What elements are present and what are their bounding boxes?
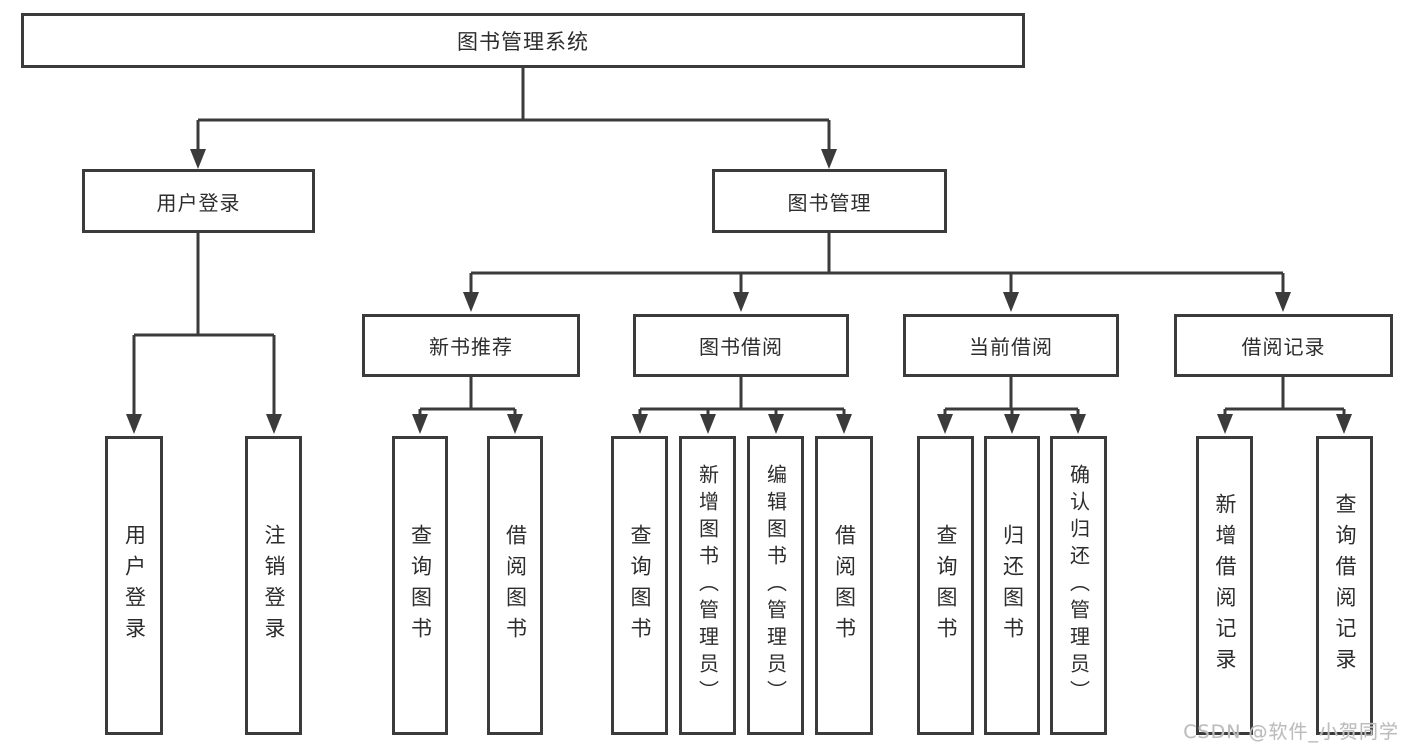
leaf-add-borrow-record: 新增借阅记录 — [1196, 436, 1253, 735]
leaf-borrow-books-label: 借阅图书 — [832, 523, 857, 648]
leaf-query-books-current: 查询图书 — [917, 436, 974, 735]
node-new-book-recommend-label: 新书推荐 — [429, 335, 513, 359]
node-book-borrow-label: 图书借阅 — [699, 335, 783, 359]
node-user-login-label: 用户登录 — [156, 190, 241, 215]
node-borrow-records: 借阅记录 — [1174, 314, 1393, 377]
leaf-add-books-admin: 新增图书（管理员） — [679, 436, 736, 735]
node-root-library-system: 图书管理系统 — [21, 13, 1025, 68]
node-new-book-recommend: 新书推荐 — [362, 314, 580, 377]
node-root-label: 图书管理系统 — [457, 29, 589, 54]
leaf-borrow-books-recommend: 借阅图书 — [487, 436, 543, 735]
node-borrow-records-label: 借阅记录 — [1241, 335, 1326, 359]
leaf-confirm-return-admin: 确认归还（管理员） — [1050, 436, 1107, 735]
leaf-query-books-recommend-label: 查询图书 — [408, 523, 433, 648]
leaf-query-books-borrow: 查询图书 — [611, 436, 668, 735]
leaf-query-borrow-record: 查询借阅记录 — [1316, 436, 1373, 735]
leaf-logout-label: 注销登录 — [262, 523, 286, 648]
leaf-query-books-current-label: 查询图书 — [934, 523, 958, 648]
csdn-watermark: CSDN @软件_小贺同学 — [1183, 721, 1399, 743]
node-current-borrow-label: 当前借阅 — [969, 335, 1053, 359]
leaf-edit-books-admin-label: 编辑图书（管理员） — [763, 464, 788, 707]
leaf-return-books: 归还图书 — [984, 436, 1040, 735]
leaf-user-login-label: 用户登录 — [122, 523, 147, 648]
node-user-login: 用户登录 — [82, 169, 315, 233]
leaf-borrow-books: 借阅图书 — [815, 436, 873, 735]
leaf-add-borrow-record-label: 新增借阅记录 — [1213, 492, 1237, 679]
node-current-borrow: 当前借阅 — [903, 314, 1119, 377]
leaf-return-books-label: 归还图书 — [1000, 523, 1025, 648]
node-book-management: 图书管理 — [712, 169, 947, 233]
leaf-borrow-books-recommend-label: 借阅图书 — [503, 523, 528, 648]
leaf-edit-books-admin: 编辑图书（管理员） — [747, 436, 804, 735]
leaf-query-books-recommend: 查询图书 — [392, 436, 448, 735]
leaf-query-borrow-record-label: 查询借阅记录 — [1333, 492, 1357, 679]
leaf-user-login: 用户登录 — [105, 436, 163, 735]
leaf-query-books-borrow-label: 查询图书 — [628, 523, 652, 648]
leaf-confirm-return-admin-label: 确认归还（管理员） — [1066, 464, 1091, 707]
leaf-add-books-admin-label: 新增图书（管理员） — [695, 464, 720, 707]
node-book-borrow: 图书借阅 — [633, 314, 849, 377]
leaf-logout: 注销登录 — [245, 436, 302, 735]
node-book-management-label: 图书管理 — [787, 190, 872, 215]
